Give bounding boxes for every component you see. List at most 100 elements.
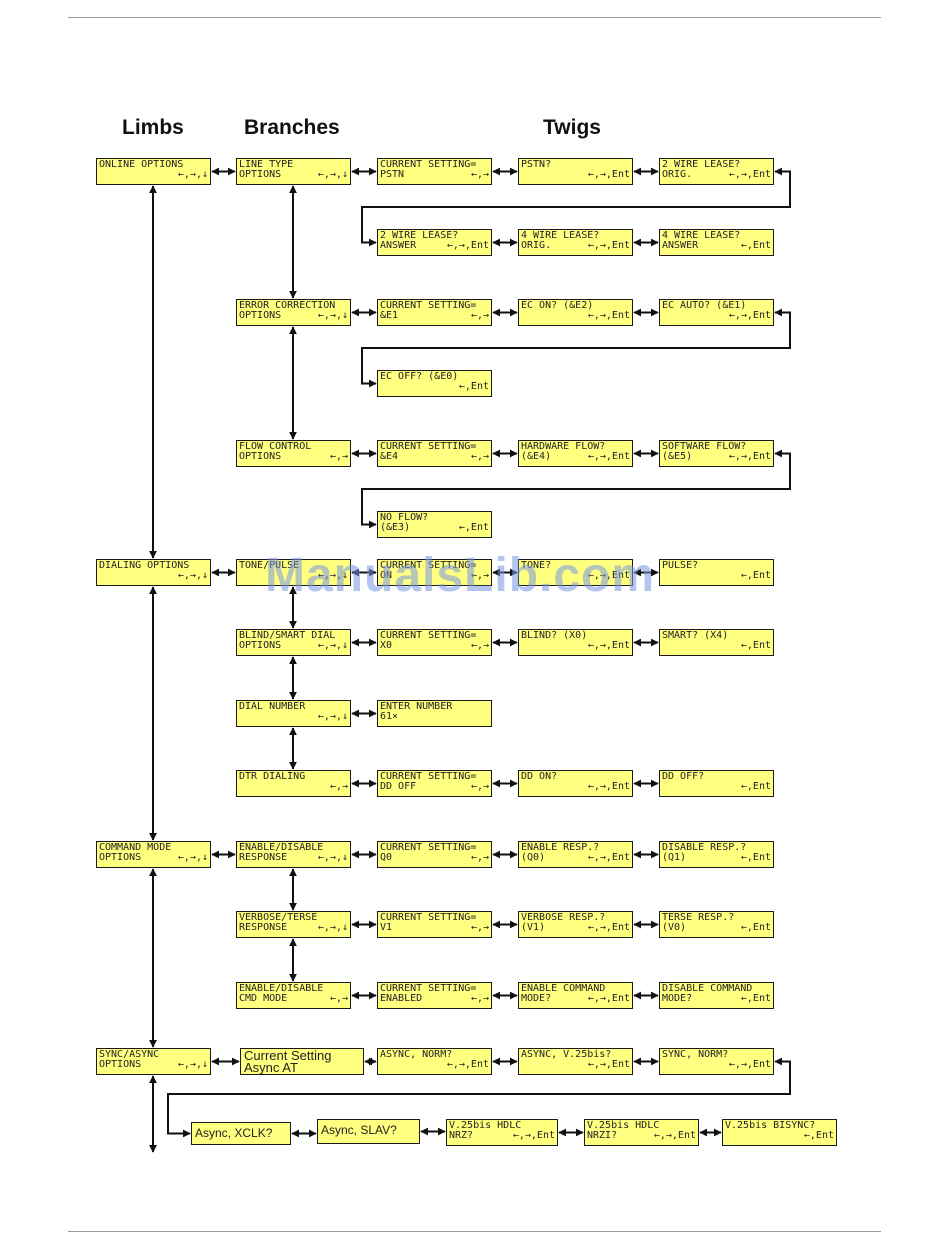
menu-box-tone: TONE?←,→,Ent xyxy=(518,559,633,586)
box-nav-keys: ←,→,↓ xyxy=(317,922,348,933)
box-line2: 61× xyxy=(380,712,489,722)
box-line2: ←,→,Ent(Q0) xyxy=(521,853,630,863)
box-nav-keys: ←,→ xyxy=(470,310,489,321)
menu-box-disable-resp: DISABLE RESP.?←,Ent (Q1) xyxy=(659,841,774,868)
wrap-connector-sync xyxy=(167,1057,791,1138)
box-line2: ←,→,Ent xyxy=(662,311,771,321)
box-line2: ←,→,↓ xyxy=(99,170,208,180)
box-nav-keys: ←,→ xyxy=(329,451,348,462)
box-line2-text: 61× xyxy=(380,711,399,722)
box-line1: CURRENT SETTING= xyxy=(380,983,477,994)
box-line2: ←,Ent xyxy=(662,571,771,581)
top-rule xyxy=(68,17,881,18)
menu-box-enable-resp: ENABLE RESP.?←,→,Ent(Q0) xyxy=(518,841,633,868)
box-line1: BLIND? (X0) xyxy=(521,630,588,641)
wrap-connector xyxy=(361,167,791,247)
menu-box-no-flow: NO FLOW?←,Ent(&E3) xyxy=(377,511,492,538)
menu-box-enable-disable-response: ENABLE/DISABLE←,→,↓RESPONSE xyxy=(236,841,351,868)
box-line1: SYNC, NORM? xyxy=(662,1049,729,1060)
box-nav-keys: ←,→,↓ xyxy=(177,570,208,581)
box-line2: ←,→ &E1 xyxy=(380,311,489,321)
box-nav-keys: ←,→,↓ xyxy=(317,852,348,863)
box-line2: ←,→ON xyxy=(380,571,489,581)
box-line1: CURRENT SETTING= xyxy=(380,441,477,452)
box-nav-keys: ←,→,Ent xyxy=(587,310,630,321)
menu-box-ec-off: EC OFF? (&E0)←,Ent xyxy=(377,370,492,397)
box-line2-text: ORIG. xyxy=(662,169,693,180)
box-line1: CURRENT SETTING= xyxy=(380,560,477,571)
box-nav-keys: ←,→,Ent xyxy=(587,781,630,792)
box-nav-keys: ←,→,Ent xyxy=(728,169,771,180)
box-line1: ENTER NUMBER xyxy=(380,701,453,712)
box-line2-text: &E1 xyxy=(380,310,399,321)
menu-box-dtr-dialing: DTR DIALING←,→ xyxy=(236,770,351,797)
box-line2: ←,→DD OFF xyxy=(380,782,489,792)
box-line2: ←,→,↓RESPONSE xyxy=(239,923,348,933)
box-line1: DIALING OPTIONS xyxy=(99,560,190,571)
box-line1: VERBOSE RESP.? xyxy=(521,912,606,923)
box-line2: ←,Ent (Q1) xyxy=(662,853,771,863)
menu-box-error-correction-options: ERROR CORRECTION←,→,↓OPTIONS xyxy=(236,299,351,326)
box-nav-keys: ←,→,Ent xyxy=(587,169,630,180)
box-line1: LINE TYPE xyxy=(239,159,294,170)
box-line2: ←,Ent xyxy=(380,382,489,392)
box-line1: DD ON? xyxy=(521,771,558,782)
box-line2-text: Async AT xyxy=(244,1060,298,1075)
box-line1: PSTN? xyxy=(521,159,552,170)
box-line2-text: ANSWER xyxy=(662,240,699,251)
box-nav-keys: ←,Ent xyxy=(458,381,489,392)
box-line1: SOFTWARE FLOW? xyxy=(662,441,747,452)
menu-box-dial-number: DIAL NUMBER←,→,↓ xyxy=(236,700,351,727)
menu-box-async-xclk: Async, XCLK? xyxy=(191,1122,291,1145)
box-line1: Current Setting xyxy=(244,1048,332,1063)
box-line1: 2 WIRE LEASE? xyxy=(662,159,741,170)
box-line2: ←,→,Ent(&E5) xyxy=(662,452,771,462)
box-nav-keys: ←,→ xyxy=(329,993,348,1004)
box-line1: DISABLE COMMAND xyxy=(662,983,753,994)
box-line2-text: (Q1) xyxy=(662,852,687,863)
box-line1: ASYNC, V.25bis? xyxy=(521,1049,612,1060)
menu-box-dialing-options: DIALING OPTIONS←,→,↓ xyxy=(96,559,211,586)
box-line2: ←,→,↓OPTIONS xyxy=(239,311,348,321)
box-line1: 4 WIRE LEASE? xyxy=(521,230,600,241)
menu-box-software-flow: SOFTWARE FLOW?←,→,Ent(&E5) xyxy=(659,440,774,467)
menu-box-terse-resp: TERSE RESP.?←,Ent(V0) xyxy=(659,911,774,938)
box-nav-keys: ←,→ xyxy=(329,781,348,792)
box-line2-text: (&E3) xyxy=(380,522,411,533)
box-line1: DISABLE RESP.? xyxy=(662,842,747,853)
menu-box-dd-off: DD OFF?←,Ent xyxy=(659,770,774,797)
bottom-rule xyxy=(68,1231,881,1232)
box-nav-keys: ←,Ent xyxy=(458,522,489,533)
menu-box-ec-current: CURRENT SETTING=←,→&E1 xyxy=(377,299,492,326)
box-line2: ←,→,Ent xyxy=(521,641,630,651)
box-line1: CURRENT SETTING= xyxy=(380,912,477,923)
box-nav-keys: ←,→ xyxy=(470,640,489,651)
box-nav-keys: ←,→,↓ xyxy=(177,1059,208,1070)
box-nav-keys: ←,Ent xyxy=(740,852,771,863)
box-line2-text: OPTIONS xyxy=(99,1059,142,1070)
box-line2: ←,→CMD MODE xyxy=(239,994,348,1004)
box-line2: ←,→PSTN xyxy=(380,170,489,180)
box-line2-text: OPTIONS xyxy=(239,451,282,462)
box-line2: ←,→&E4 xyxy=(380,452,489,462)
box-line1: EC OFF? (&E0) xyxy=(380,371,459,382)
menu-box-smart: SMART? (X4)←,Ent xyxy=(659,629,774,656)
box-nav-keys: ←,→,Ent xyxy=(587,852,630,863)
box-line1: CURRENT SETTING= xyxy=(380,771,477,782)
box-line2-text: (&E4) xyxy=(521,451,552,462)
box-line1: DIAL NUMBER xyxy=(239,701,306,712)
box-nav-keys: ←,→,Ent xyxy=(446,1059,489,1070)
box-nav-keys: ←,→,↓ xyxy=(177,169,208,180)
box-line1: 4 WIRE LEASE? xyxy=(662,230,741,241)
menu-box-blind-current: CURRENT SETTING=←,→X0 xyxy=(377,629,492,656)
box-line2: ←,→,↓RESPONSE xyxy=(239,853,348,863)
header-limbs: Limbs xyxy=(122,116,184,139)
box-line2: ←,→,Ent xyxy=(380,1060,489,1070)
box-line1: ENABLE/DISABLE xyxy=(239,983,324,994)
